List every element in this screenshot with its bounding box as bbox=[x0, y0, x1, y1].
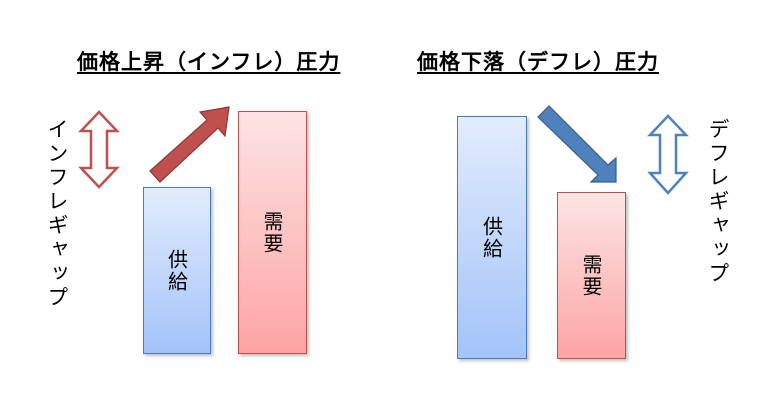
inflation-title: 価格上昇（インフレ）圧力 bbox=[77, 50, 341, 74]
deflation-supply-bar: 供給 bbox=[457, 116, 527, 359]
inflation-gap-label: インフレギャップ bbox=[45, 118, 69, 310]
inflation-gap-double-arrow-icon bbox=[78, 110, 120, 189]
demand-label: 需要 bbox=[579, 253, 603, 298]
inflation-demand-bar: 需要 bbox=[238, 111, 307, 354]
supply-label: 供給 bbox=[479, 215, 504, 260]
deflation-gap-label: デフレギャップ bbox=[706, 118, 730, 286]
inflation-supply-bar: 供給 bbox=[143, 187, 211, 354]
deflation-down-arrow-icon bbox=[537, 105, 617, 183]
demand-label: 需要 bbox=[260, 210, 284, 255]
deflation-title: 価格下落（デフレ）圧力 bbox=[417, 50, 659, 74]
supply-label: 供給 bbox=[164, 248, 189, 293]
deflation-demand-bar: 需要 bbox=[557, 192, 626, 359]
deflation-gap-double-arrow-icon bbox=[647, 114, 689, 195]
inflation-up-arrow-icon bbox=[149, 106, 230, 183]
